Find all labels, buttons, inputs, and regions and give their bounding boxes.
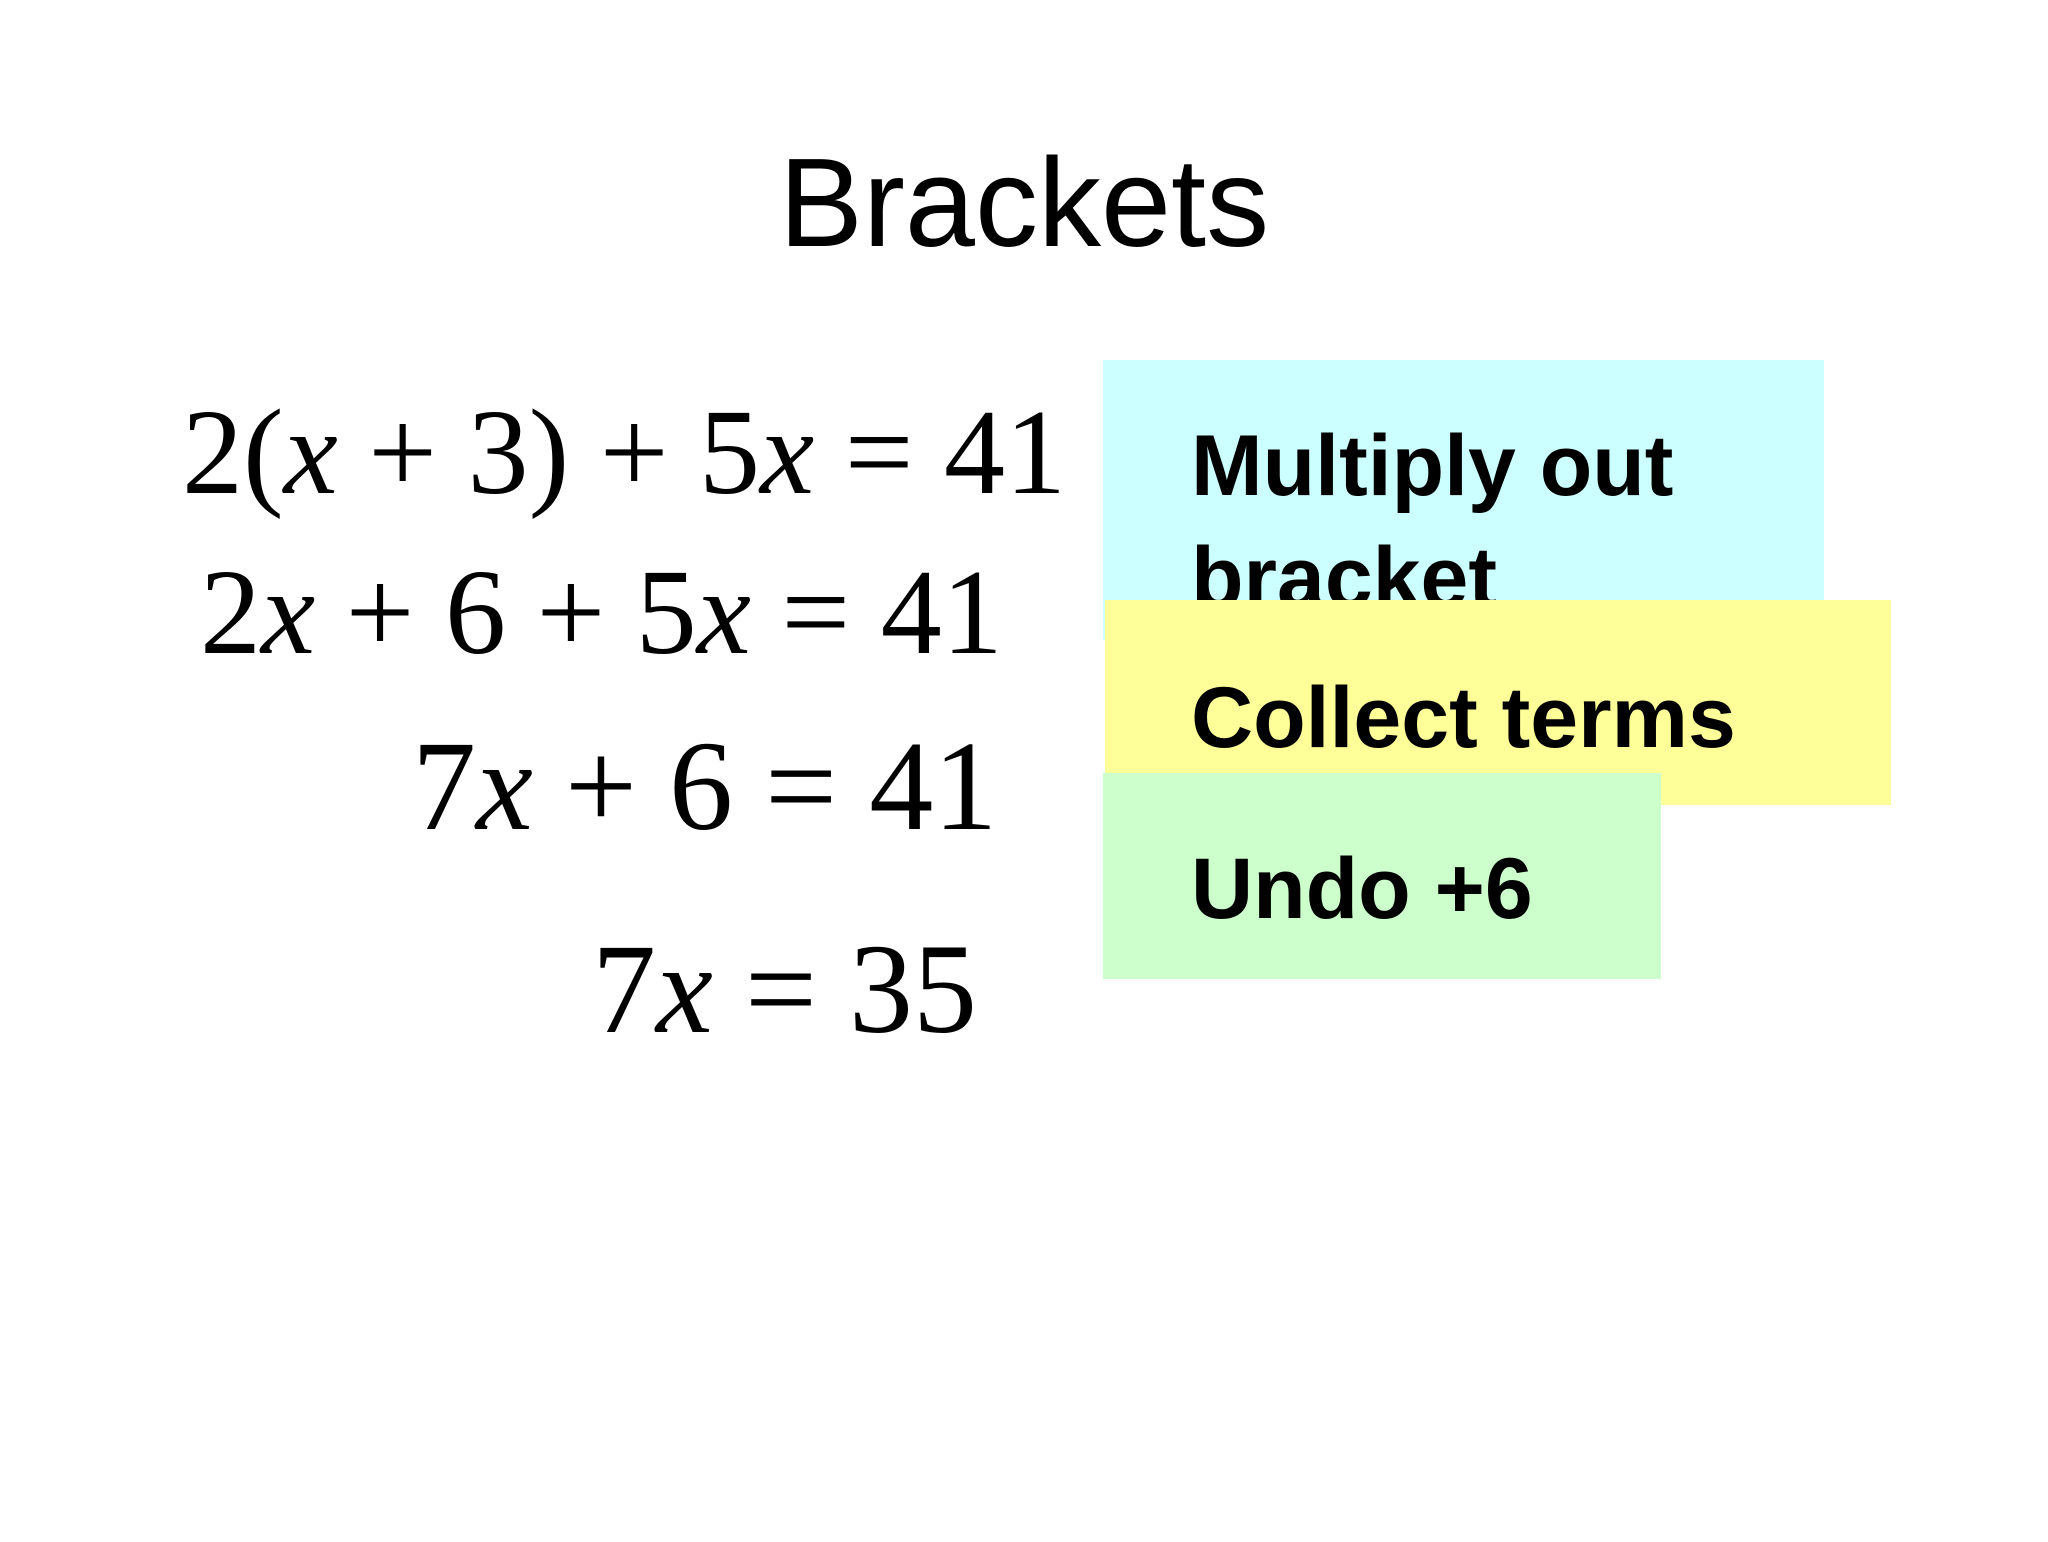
eq-term: = 41 (814, 385, 1066, 520)
eq-term: 2( (182, 385, 284, 520)
eq-term: + 6 + 5 (315, 545, 697, 680)
note-undo-plus-six: Undo +6 (1103, 773, 1661, 979)
eq-term: + 3) + 5 (337, 385, 761, 520)
equation-step-3: 7x + 6 = 41 (412, 722, 997, 850)
note-collect-terms: Collect terms (1105, 600, 1891, 805)
eq-variable: x (283, 385, 338, 520)
eq-variable: x (696, 545, 751, 680)
equation-step-1: 2(x + 3) + 5x = 41 (182, 392, 1066, 514)
note-multiply-out-bracket: Multiply out bracket (1103, 360, 1824, 640)
eq-variable: x (476, 715, 533, 857)
equation-step-2: 2x + 6 + 5x = 41 (200, 552, 1003, 674)
eq-term: 7 (592, 918, 656, 1060)
eq-term: 7 (412, 715, 476, 857)
eq-term: = 35 (712, 918, 977, 1060)
equation-step-4: 7x = 35 (592, 925, 977, 1053)
eq-variable: x (760, 385, 815, 520)
eq-variable: x (656, 918, 713, 1060)
note-text: Multiply out bracket (1191, 418, 1674, 626)
eq-term: + 6 = 41 (532, 715, 998, 857)
eq-term: = 41 (750, 545, 1003, 680)
note-text: Collect terms (1191, 670, 1736, 766)
eq-variable: x (261, 545, 316, 680)
note-text: Undo +6 (1191, 841, 1533, 937)
slide-title: Brackets (778, 132, 1270, 273)
eq-term: 2 (200, 545, 261, 680)
